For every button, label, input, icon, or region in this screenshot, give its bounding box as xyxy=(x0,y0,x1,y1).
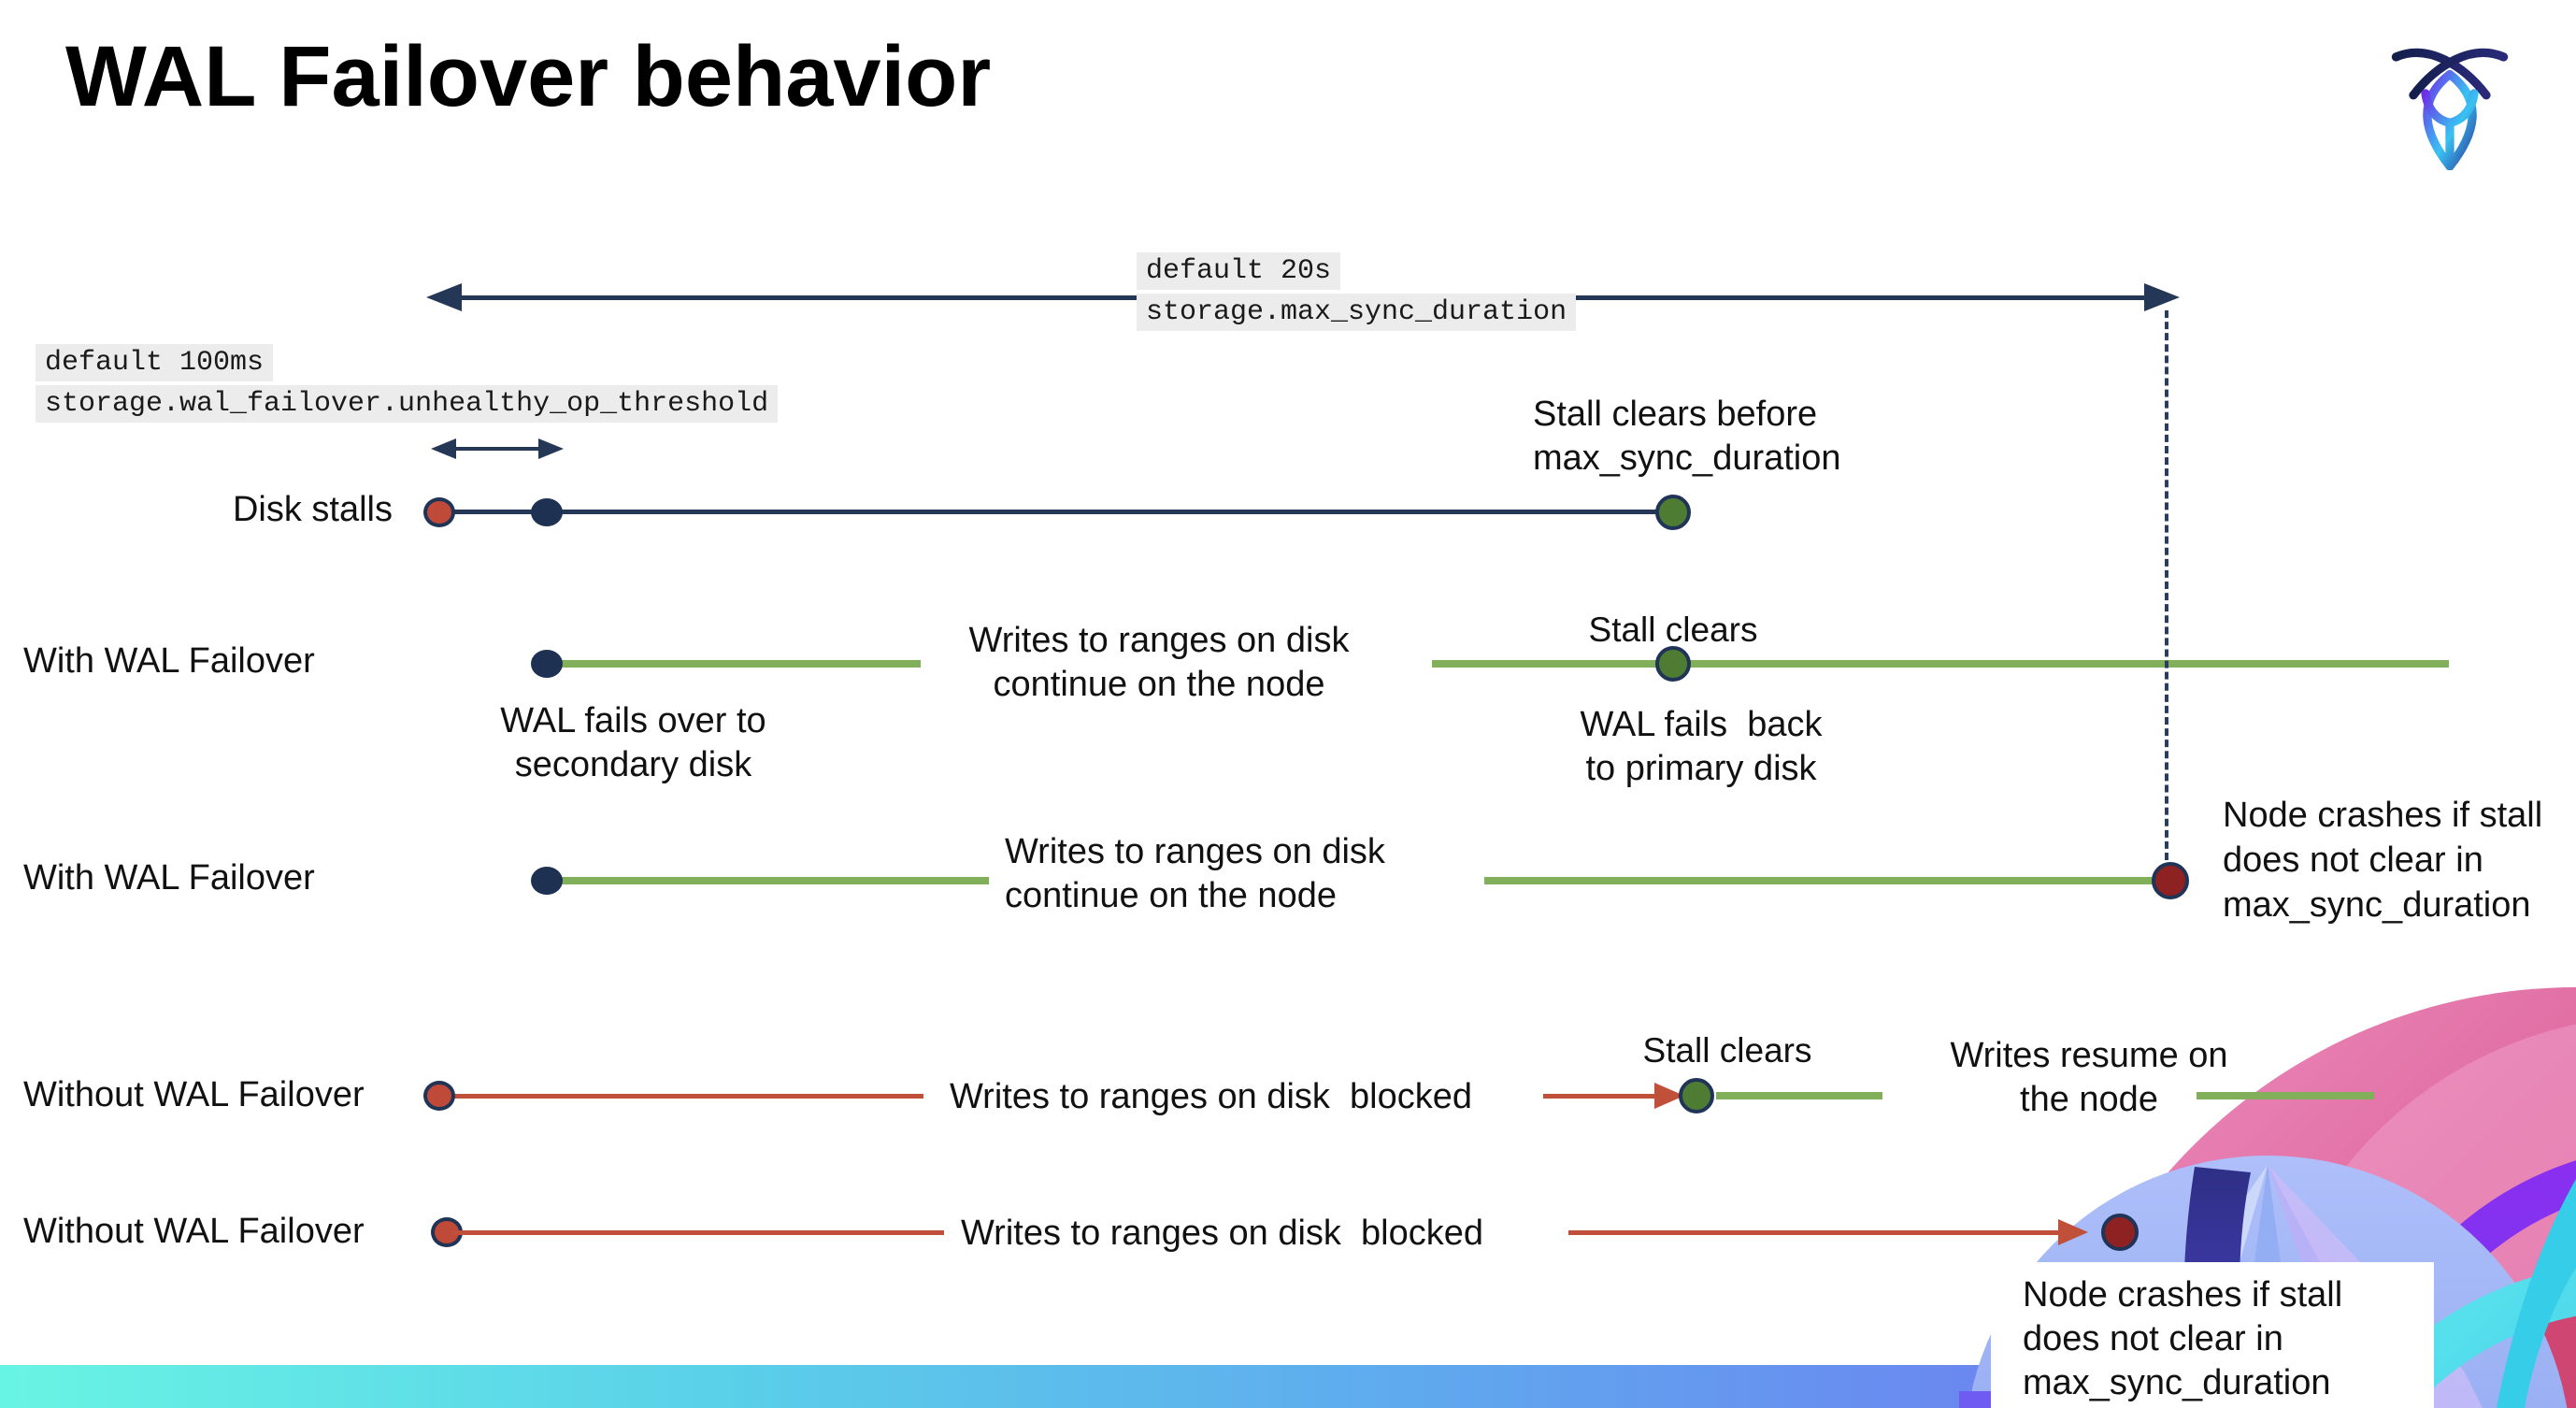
note-stall-clears-before: Stall clears before max_sync_duration xyxy=(1533,395,1841,478)
row-label-disk-stalls: Disk stalls xyxy=(232,490,393,529)
note-writes-continue-2: Writes to ranges on disk continue on the… xyxy=(1005,832,1385,915)
page-title: WAL Failover behavior xyxy=(65,29,992,124)
threshold-reached-dot xyxy=(531,498,563,526)
threshold-default-label: default 100ms xyxy=(36,344,274,381)
wal1-stall-clears-dot xyxy=(1655,646,1691,682)
nowal1-green-line-b xyxy=(2197,1092,2374,1099)
node-crashes-callout-box xyxy=(1991,1262,2434,1408)
note-writes-blocked-1: Writes to ranges on disk blocked xyxy=(950,1077,1473,1116)
arrowhead-right-icon xyxy=(2144,283,2180,311)
nowal2-red-line-a xyxy=(452,1230,944,1235)
wal2-node-crash-dot xyxy=(2152,862,2189,899)
wal2-green-line-b xyxy=(1484,877,2159,884)
wal1-failover-dot xyxy=(531,650,563,678)
arrowhead-left-icon xyxy=(426,283,462,311)
note-stall-clears-1: Stall clears xyxy=(1588,611,1758,649)
row-label-with-wal-failover-1: With WAL Failover xyxy=(23,641,315,681)
note-wal-fails-over: WAL fails over to secondary disk xyxy=(500,701,766,784)
stall-clears-dot xyxy=(1655,495,1691,530)
note-writes-blocked-2: Writes to ranges on disk blocked xyxy=(961,1214,1484,1253)
max-sync-default-tag: default 20s xyxy=(1137,252,1341,290)
wal1-green-line-b xyxy=(1432,660,2449,668)
note-writes-continue-1: Writes to ranges on disk continue on the… xyxy=(968,621,1350,704)
max-sync-setting-tag: storage.max_sync_duration xyxy=(1137,294,1577,331)
threshold-default-tag: default 100ms xyxy=(36,344,274,381)
nowal1-red-line-a xyxy=(444,1094,923,1099)
note-node-crashes-1: Node crashes if stall does not clear in … xyxy=(2223,796,2543,925)
note-stall-clears-2: Stall clears xyxy=(1642,1031,1812,1070)
nowal2-red-line-b xyxy=(1568,1230,2064,1235)
nowal1-stall-clears-dot xyxy=(1679,1078,1714,1113)
wal2-green-line-a xyxy=(553,877,989,884)
threshold-setting-tag: storage.wal_failover.unhealthy_op_thresh… xyxy=(36,385,779,423)
row-label-without-wal-failover-2: Without WAL Failover xyxy=(23,1212,365,1251)
threshold-setting-label: storage.wal_failover.unhealthy_op_thresh… xyxy=(36,385,779,423)
wal1-green-line-a xyxy=(553,660,921,668)
red-arrowhead-icon-2 xyxy=(2058,1219,2088,1245)
max-sync-setting-label: storage.max_sync_duration xyxy=(1137,294,1577,331)
cockroachdb-logo-icon xyxy=(2391,48,2509,170)
nowal1-stall-dot xyxy=(423,1081,455,1111)
wal2-failover-dot xyxy=(531,867,563,895)
disk-stalls-timeline xyxy=(439,510,1673,514)
disk-stall-start-dot xyxy=(423,497,455,527)
threshold-span-line xyxy=(452,447,540,451)
note-node-crashes-2: Node crashes if stall does not clear in … xyxy=(2023,1275,2343,1402)
row-label-with-wal-failover-2: With WAL Failover xyxy=(23,858,315,898)
max-sync-default-label: default 20s xyxy=(1137,252,1341,290)
nowal2-node-crash-dot xyxy=(2101,1214,2139,1251)
nowal1-red-line-b xyxy=(1543,1094,1660,1099)
small-arrowhead-right-icon xyxy=(538,438,564,459)
small-arrowhead-left-icon xyxy=(431,438,456,459)
nowal1-green-line-a xyxy=(1716,1092,1882,1099)
row-label-without-wal-failover-1: Without WAL Failover xyxy=(23,1075,365,1114)
note-writes-resume: Writes resume on the node xyxy=(1950,1036,2228,1119)
max-sync-deadline-dashed-line xyxy=(2165,310,2168,860)
note-wal-fails-back: WAL fails back to primary disk xyxy=(1580,705,1823,788)
